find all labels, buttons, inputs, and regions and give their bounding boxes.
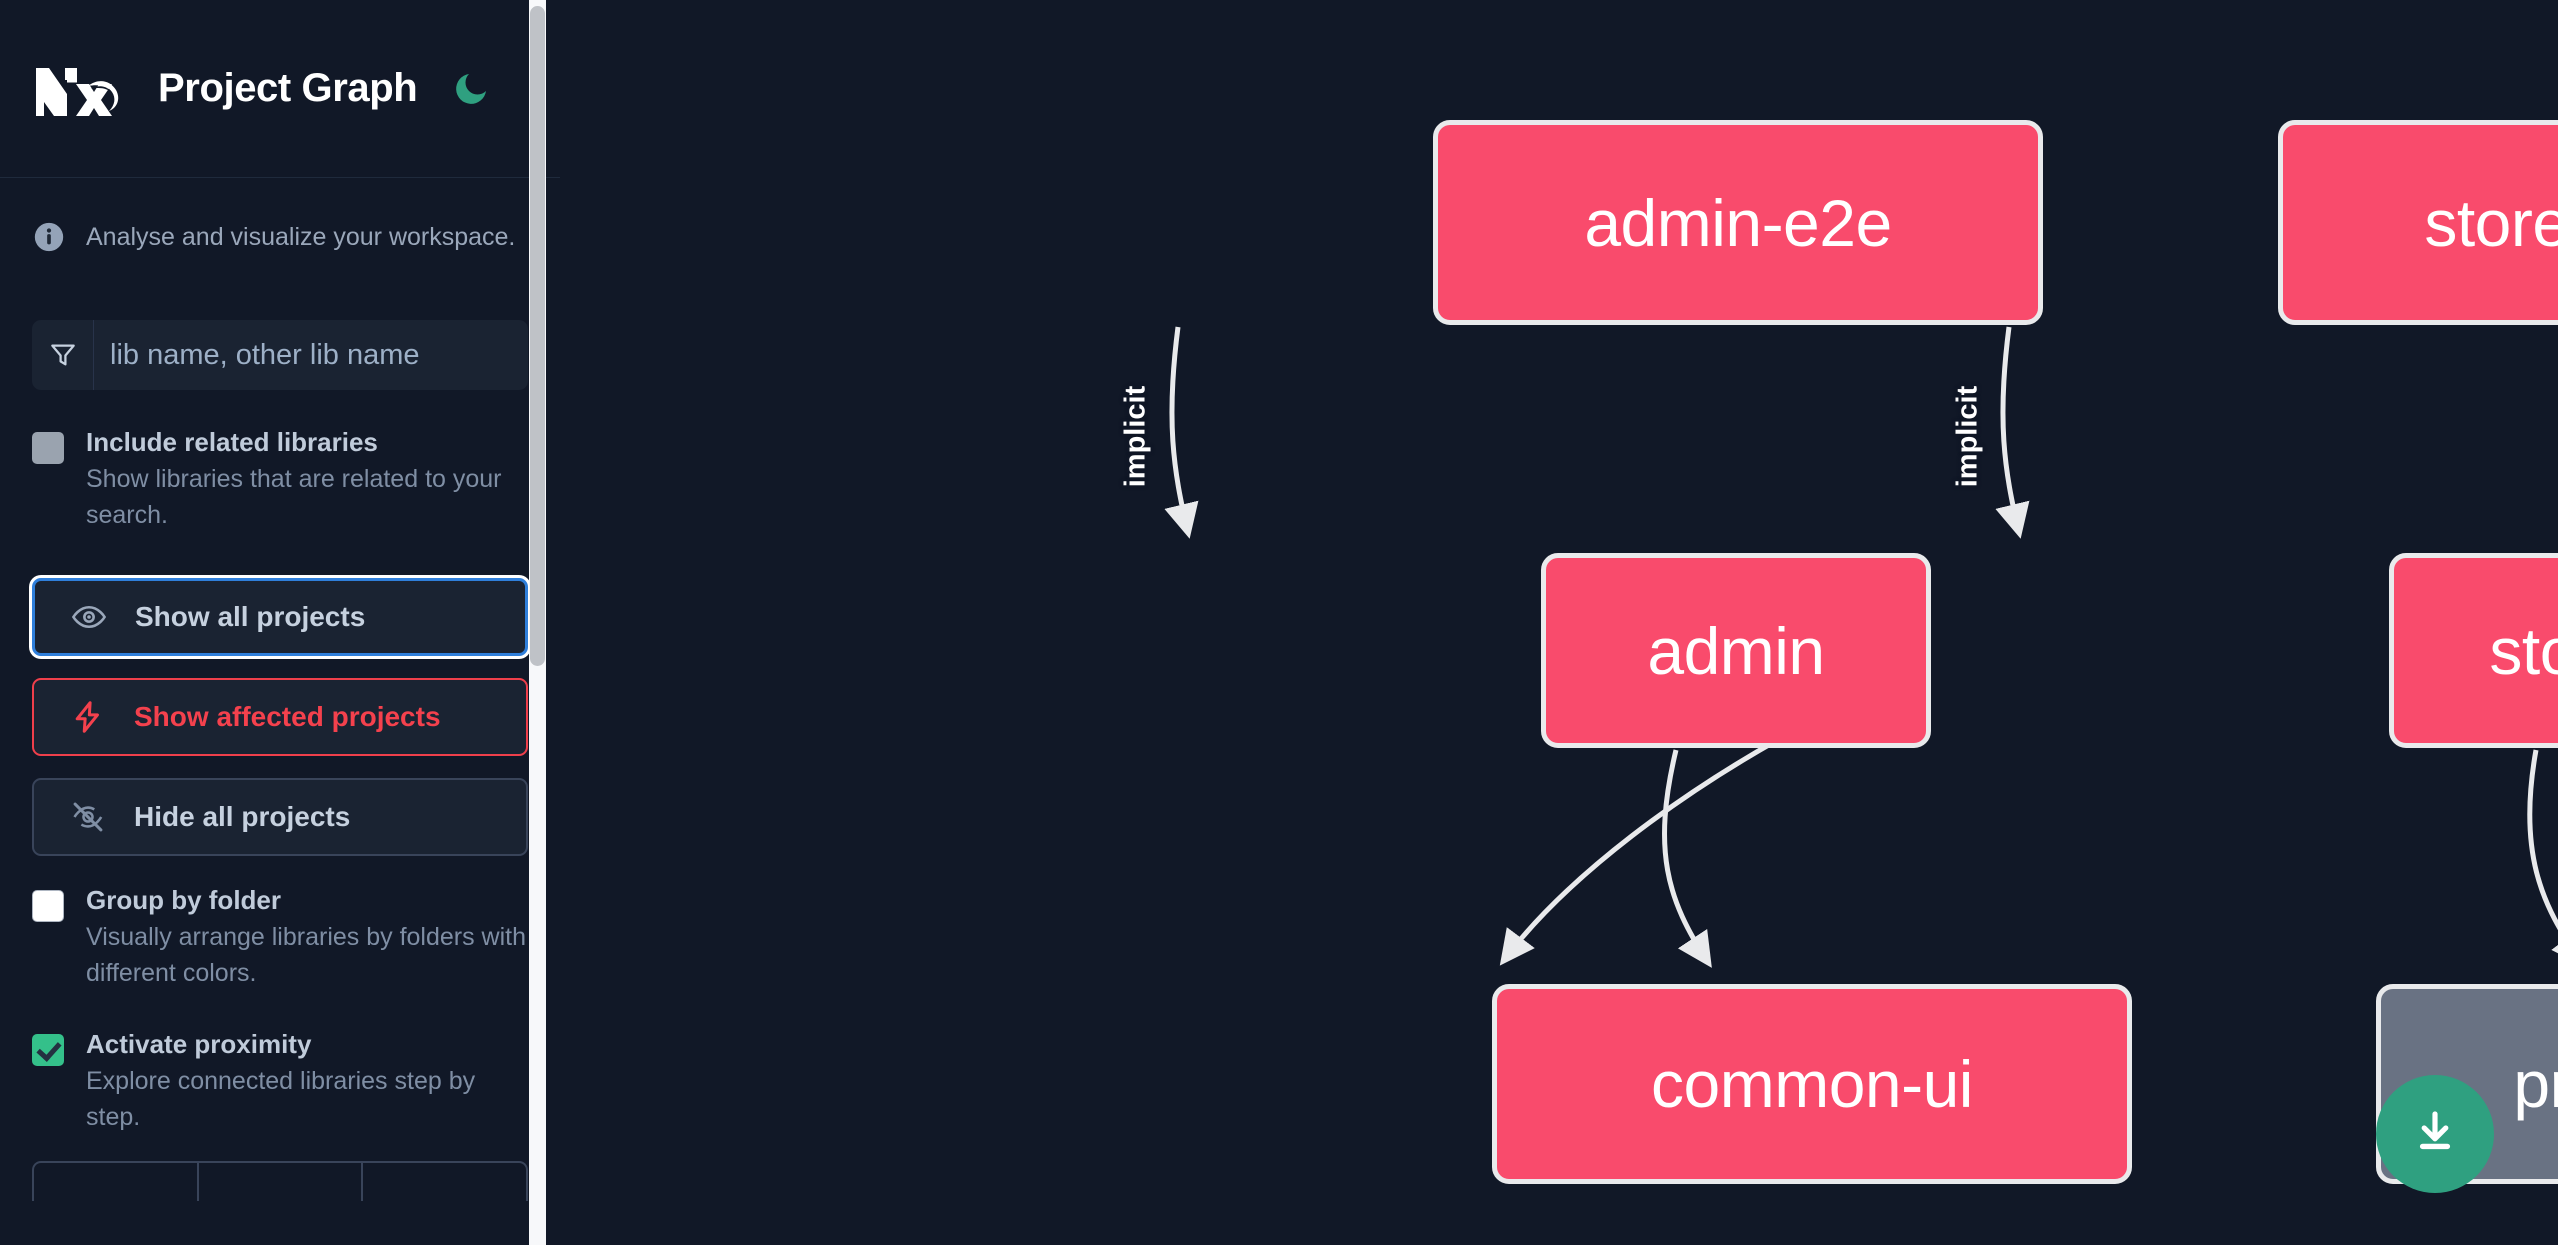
- edge-label-store-e2e-store: implicit: [1951, 385, 1984, 488]
- checkbox-row-group-by-folder[interactable]: Group by folder Visually arrange librari…: [0, 884, 560, 992]
- graph-node-common-ui[interactable]: common-ui: [1492, 984, 2132, 1184]
- nx-logo-icon: [32, 58, 128, 120]
- page-title: Project Graph: [158, 66, 418, 110]
- group-by-folder-description: Visually arrange libraries by folders wi…: [86, 923, 527, 987]
- show-all-projects-button[interactable]: Show all projects: [32, 577, 528, 656]
- download-icon: [2408, 1105, 2462, 1164]
- moon-icon[interactable]: [449, 67, 493, 111]
- graph-canvas[interactable]: admin-e2e store-e2e admin store common-u…: [560, 0, 2558, 1245]
- graph-node-label: admin-e2e: [1584, 185, 1892, 260]
- download-image-button[interactable]: [2376, 1075, 2494, 1193]
- show-affected-projects-button[interactable]: Show affected projects: [32, 677, 528, 756]
- sidebar-scrollbar-thumb[interactable]: [530, 6, 545, 666]
- info-banner: Analyse and visualize your workspace.: [0, 178, 560, 254]
- activate-proximity-checkbox[interactable]: [32, 1033, 64, 1066]
- include-related-libraries-checkbox[interactable]: [32, 432, 64, 464]
- activate-proximity-label: Activate proximity: [86, 1028, 312, 1059]
- sidebar: Project Graph Analyse and visualize your…: [0, 0, 560, 1245]
- hide-all-projects-button[interactable]: Hide all projects: [32, 777, 528, 856]
- edge-label-admin-e2e-admin: implicit: [1119, 385, 1152, 488]
- lightning-bolt-icon: [68, 697, 108, 737]
- checkbox-row-include-related-libraries[interactable]: Include related libraries Show libraries…: [0, 426, 560, 534]
- info-banner-text: Analyse and visualize your workspace.: [86, 222, 516, 251]
- sidebar-scrollbar-track[interactable]: [529, 0, 546, 1245]
- eye-icon: [69, 597, 109, 637]
- checkbox-row-activate-proximity[interactable]: Activate proximity Explore connected lib…: [0, 1028, 560, 1136]
- segment-2[interactable]: [199, 1163, 364, 1202]
- graph-node-admin-e2e[interactable]: admin-e2e: [1433, 120, 2043, 325]
- group-by-folder-checkbox[interactable]: [32, 889, 64, 922]
- search-input[interactable]: [94, 320, 528, 390]
- graph-node-label: store-e2e: [2424, 185, 2558, 260]
- info-circle-icon: [32, 220, 66, 254]
- funnel-filter-icon: [32, 320, 94, 390]
- edge-admin-e2e-admin: [1164, 326, 1199, 539]
- graph-node-store-e2e[interactable]: store-e2e: [2278, 120, 2558, 325]
- sidebar-header: Project Graph: [0, 0, 560, 178]
- segment-3[interactable]: [363, 1163, 526, 1201]
- edge-store-e2e-store: [1995, 326, 2030, 539]
- activate-proximity-description: Explore connected libraries step by step…: [86, 1066, 476, 1131]
- graph-node-admin[interactable]: admin: [1541, 553, 1931, 748]
- hide-all-projects-label: Hide all projects: [134, 800, 351, 832]
- include-related-libraries-description: Show libraries that are related to your …: [86, 465, 502, 530]
- show-affected-projects-label: Show affected projects: [134, 700, 441, 732]
- graph-node-label: products: [2513, 1047, 2558, 1121]
- include-related-libraries-label: Include related libraries: [86, 427, 378, 457]
- graph-node-label: admin: [1647, 613, 1825, 688]
- project-visibility-buttons: Show all projects Show affected projects: [0, 577, 560, 856]
- filter-search-box[interactable]: [32, 320, 528, 390]
- segment-1[interactable]: [34, 1163, 199, 1202]
- show-all-projects-label: Show all projects: [135, 600, 366, 632]
- proximity-step-segmented-control[interactable]: [32, 1161, 528, 1202]
- edge-admin-common-ui: [1662, 749, 1712, 968]
- edge-store-common-ui: [1499, 715, 1820, 966]
- graph-node-label: store: [2489, 613, 2558, 688]
- group-by-folder-label: Group by folder: [86, 884, 281, 915]
- edge-store-products: [2527, 749, 2558, 968]
- eye-off-icon: [68, 797, 108, 837]
- graph-node-store[interactable]: store: [2389, 553, 2558, 748]
- graph-node-label: common-ui: [1651, 1047, 1973, 1121]
